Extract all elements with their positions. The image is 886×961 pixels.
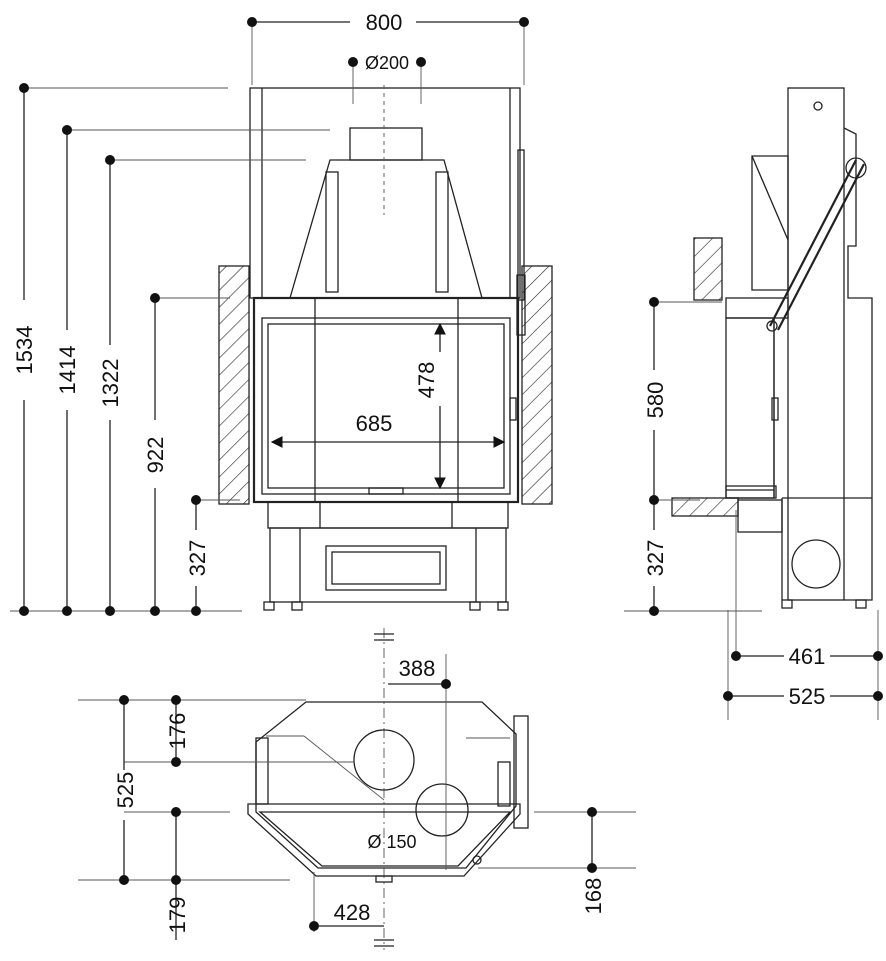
dim-width-800: 800 [366, 10, 403, 35]
flue-outlet-plan [353, 729, 415, 791]
hood [289, 159, 483, 299]
dim-depth-461: 461 [789, 644, 826, 669]
base-stand [269, 527, 507, 603]
dim-height-1534: 1534 [12, 326, 37, 375]
dim-plan-176: 176 [165, 713, 190, 750]
side-wall-left [218, 265, 250, 505]
dim-plan-525: 525 [113, 772, 138, 809]
door-frame [252, 296, 520, 504]
dim-plan-428: 428 [334, 900, 371, 925]
flue-collar [349, 127, 423, 161]
dim-glass-width: 685 [356, 411, 393, 436]
front-frame [249, 87, 521, 299]
dim-flue-diameter: Ø200 [365, 53, 409, 73]
dim-plan-179: 179 [165, 897, 190, 934]
dim-air-inlet-diameter: Ø 150 [367, 832, 416, 852]
side-view: 580 327 461 525 [624, 87, 883, 720]
side-back-column [787, 87, 845, 601]
dim-height-922: 922 [143, 437, 168, 474]
side-wall-right [521, 265, 553, 505]
side-door [725, 317, 775, 499]
dim-depth-525-side: 525 [789, 684, 826, 709]
dim-plan-388: 388 [399, 656, 436, 681]
dim-height-1322: 1322 [98, 359, 123, 408]
ash-drawer [267, 501, 509, 529]
plan-view: 176 525 179 388 428 Ø 150 168 [78, 628, 636, 950]
dim-height-327-front: 327 [185, 540, 210, 577]
front-view: 685 478 800 Ø200 [10, 10, 553, 616]
dim-height-1414: 1414 [55, 346, 80, 395]
dim-height-327-side: 327 [643, 540, 668, 577]
dim-door-height-580: 580 [643, 382, 668, 419]
glass-panel [267, 323, 505, 489]
air-inlet-plan [415, 783, 469, 837]
dim-glass-height: 478 [414, 362, 439, 399]
dim-plan-168: 168 [581, 878, 606, 915]
air-inlet-side [791, 539, 841, 589]
